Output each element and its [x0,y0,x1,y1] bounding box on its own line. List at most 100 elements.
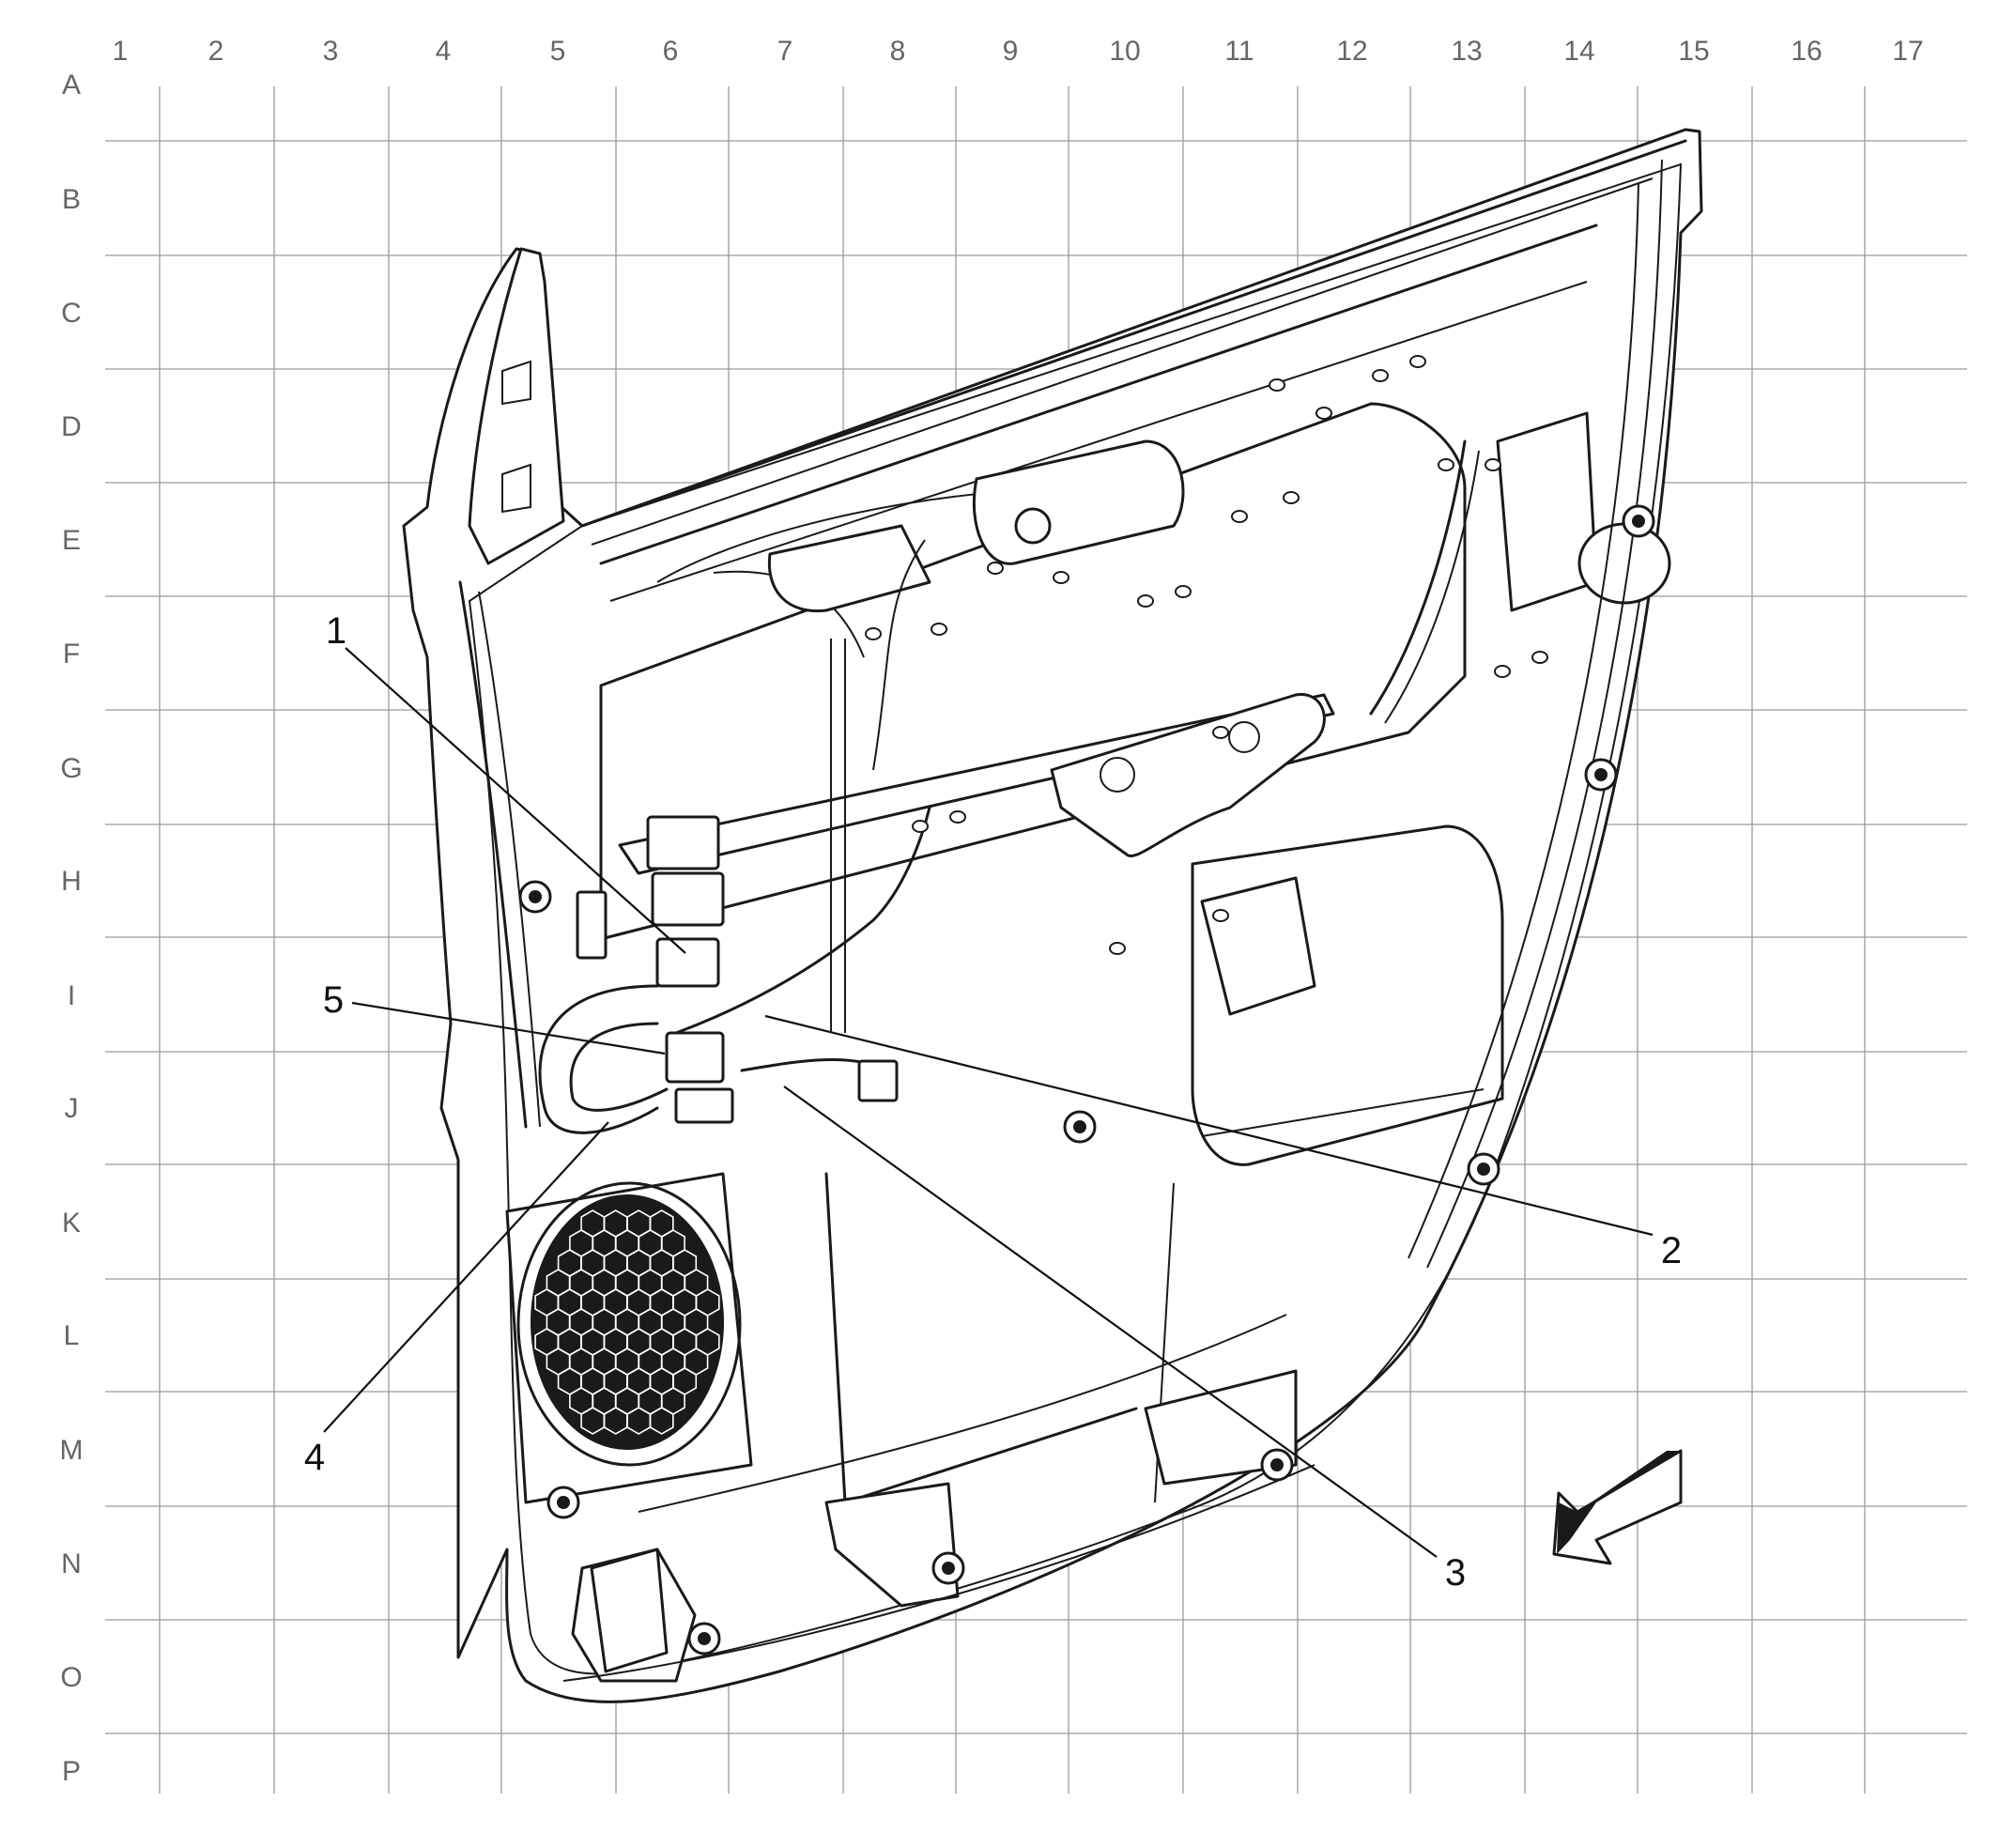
front-direction-arrow-icon [1552,1449,1683,1565]
bracket-hole-1 [1100,757,1135,793]
speaker-grille [531,1194,724,1450]
stud-icon [1053,571,1069,584]
column-label: 16 [1791,36,1822,67]
mirror-connector-2 [651,871,725,927]
column-label: 17 [1892,36,1923,67]
callout-label-1: 1 [326,610,346,652]
callout-leaders [323,647,1654,1558]
door-bottom-channel [638,1314,1287,1513]
left-harness-channel [458,580,528,1129]
leader-line-1 [345,647,686,954]
row-label: J [65,1093,79,1124]
speaker-rim [516,1181,742,1467]
row-label: D [61,411,82,442]
column-label: 6 [663,36,679,67]
stud-icon [1175,585,1192,598]
stud-icon [865,627,882,640]
column-label: 4 [436,36,452,67]
column-label: 15 [1678,36,1709,67]
honeycomb-cell [649,1407,674,1435]
row-label: L [64,1320,80,1351]
row-label: M [60,1435,84,1466]
stud-icon [912,820,929,833]
harness-main-run [674,806,931,1035]
actuator-cable [872,539,926,771]
row-label: F [63,639,80,670]
speaker-honeycomb [534,1209,720,1435]
row-label: E [62,525,81,556]
stud-icon [1409,355,1426,368]
column-label: 13 [1451,36,1482,67]
leader-line-4 [323,1121,609,1433]
callout-label-3: 3 [1445,1552,1466,1594]
row-label: I [68,980,75,1011]
row-label: B [62,184,81,215]
stud-icon [1485,458,1501,471]
column-label: 12 [1336,36,1367,67]
left-wire-clip [576,890,608,960]
stud-icon [1283,491,1300,504]
speaker-grille-icon [505,1172,753,1504]
row-label: O [60,1662,82,1693]
bolt-head [1477,1163,1490,1176]
callout-labels: 1 2 3 4 5 [304,610,1682,1594]
bracket-hole-2 [1228,721,1260,753]
row-label: P [62,1756,81,1787]
fastener-group [518,355,1655,1656]
column-label: 5 [550,36,566,67]
rear-pillar-edge-2 [1408,182,1639,1259]
mirror-sail-panel [468,247,565,565]
door-trim-panel [402,128,1703,1703]
stud-icon [1531,651,1548,664]
bottom-mid-bracket [824,1482,960,1608]
row-label: G [60,753,82,784]
column-label: 2 [208,36,224,67]
sail-clip-lower [501,463,531,514]
lower-hinge-bracket [1144,1369,1298,1486]
leader-line-2 [764,1014,1654,1237]
bolt-head [698,1632,711,1645]
column-label: 14 [1563,36,1594,67]
callout-label-4: 4 [304,1437,325,1478]
switch-connector-lower [665,1031,725,1084]
bolt-head [1632,515,1645,528]
callout-label-2: 2 [1661,1230,1682,1271]
sail-clip-upper [501,360,531,406]
bolt-head [1073,1120,1086,1133]
leader-line-3 [783,1086,1438,1558]
column-label: 9 [1003,36,1019,67]
column-label: 7 [777,36,793,67]
window-channel-lower-rail [599,223,1598,565]
stud-icon [987,562,1004,575]
rear-guide-rail [1369,439,1467,716]
door-inner-outline [468,162,1683,1675]
row-label: C [61,298,82,329]
stud-icon [931,623,947,636]
stud-icon [1109,942,1126,955]
stud-icon [1269,378,1285,392]
row-labels: A B C D E F G H I J K L M N O P [60,69,84,1787]
regulator-bracket [1050,693,1326,857]
door-module-connector [857,1059,899,1102]
armrest-step [1200,876,1316,1016]
stud-icon [1372,369,1389,382]
column-labels: 1 2 3 4 5 6 7 8 9 10 11 12 13 14 15 16 1… [113,36,1924,67]
stud-icon [949,810,966,824]
bolt-head [1594,768,1608,781]
harness-loop-inner [569,1022,669,1112]
handle-pivot [1014,507,1052,545]
harness-clip-block [674,1087,734,1124]
bolt-head [557,1496,570,1509]
bottom-edge-inner [562,1464,1315,1682]
column-label: 10 [1109,36,1140,67]
stud-icon [1494,665,1511,678]
leader-line-5 [351,1001,666,1055]
latch-mount-plate [1496,411,1598,612]
window-channel-upper-rail [580,139,1687,528]
bolt-head [1270,1458,1284,1471]
column-label: 3 [323,36,339,67]
switch-connector-upper [655,937,720,988]
stud-icon [1438,458,1454,471]
callout-label-5: 5 [323,979,344,1021]
